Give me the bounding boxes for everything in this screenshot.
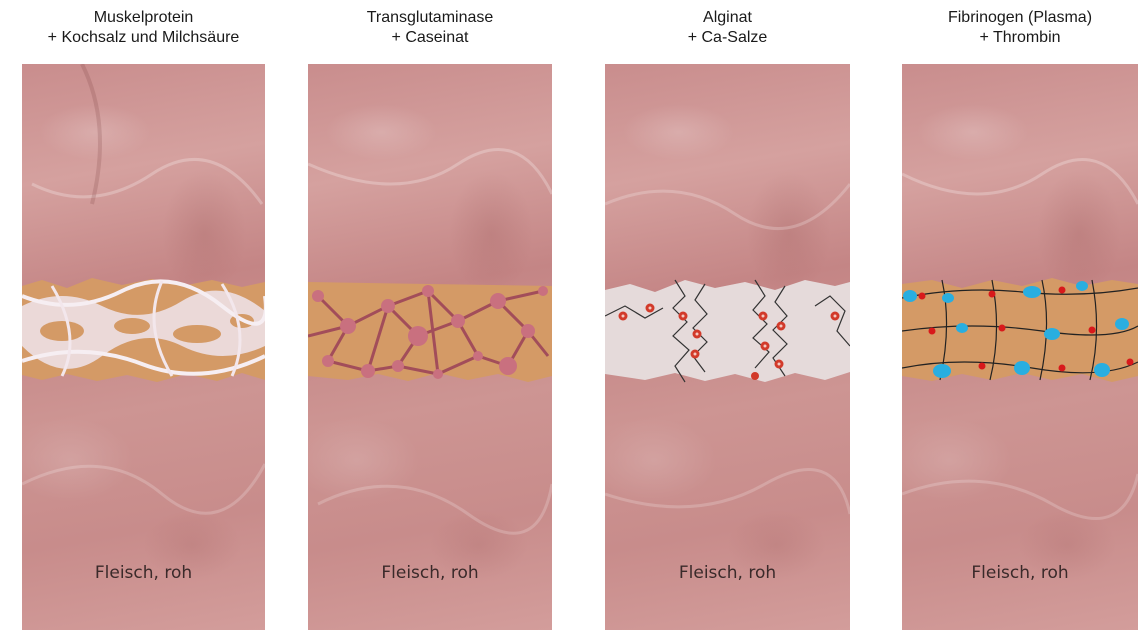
meat-label: Fleisch, roh	[22, 563, 265, 583]
panel-title: Transglutaminase + Caseinat	[278, 8, 582, 48]
panel-fibrinogen: Fibrinogen (Plasma) + Thrombin	[902, 0, 1138, 630]
title-line-2: + Caseinat	[278, 28, 582, 48]
meat-label: Fleisch, roh	[902, 563, 1138, 583]
binder-layer-alginate-gel	[605, 276, 850, 384]
title-line-1: Transglutaminase	[278, 8, 582, 28]
panel-title: Alginat + Ca-Salze	[575, 8, 880, 48]
panel-title: Fibrinogen (Plasma) + Thrombin	[872, 8, 1138, 48]
meat-label: Fleisch, roh	[308, 563, 552, 583]
title-line-1: Muskelprotein	[0, 8, 295, 28]
panel-title: Muskelprotein + Kochsalz und Milchsäure	[0, 8, 295, 48]
meat-label: Fleisch, roh	[605, 563, 850, 583]
binder-layer-muscle-protein	[22, 276, 265, 384]
panel-muscle-protein: Muskelprotein + Kochsalz und Milchsäure …	[22, 0, 265, 630]
panel-transglutaminase: Transglutaminase + Caseinat Fleisch, roh	[308, 0, 552, 630]
title-line-1: Fibrinogen (Plasma)	[872, 8, 1138, 28]
binder-layer-crosslinked-lattice	[308, 276, 552, 384]
title-line-2: + Ca-Salze	[575, 28, 880, 48]
binder-layer-fibrin-network	[902, 276, 1138, 384]
panel-alginate: Alginat + Ca-Salze	[605, 0, 850, 630]
title-line-2: + Kochsalz und Milchsäure	[0, 28, 295, 48]
title-line-1: Alginat	[575, 8, 880, 28]
title-line-2: + Thrombin	[872, 28, 1138, 48]
